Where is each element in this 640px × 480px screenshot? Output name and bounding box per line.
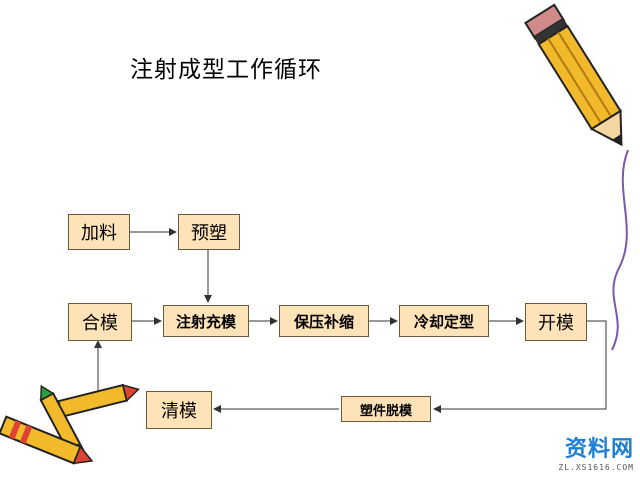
watermark-text: 资料网 — [564, 436, 634, 461]
watermark: 资料网 ZL.XS1616.COM — [558, 431, 634, 472]
watermark-url: ZL.XS1616.COM — [558, 463, 634, 472]
node-hemo: 合模 — [68, 303, 132, 341]
node-qingmo: 清模 — [146, 391, 212, 429]
page-title: 注射成型工作循环 — [130, 57, 322, 83]
node-jialiao: 加料 — [68, 214, 130, 250]
node-zhushe: 注射充模 — [163, 305, 249, 337]
node-baoya: 保压补缩 — [279, 305, 369, 337]
node-tuomo: 塑件脱模 — [341, 396, 431, 422]
node-kaimo: 开模 — [525, 303, 587, 341]
node-lengque: 冷却定型 — [399, 305, 489, 337]
node-yusu: 预塑 — [178, 214, 240, 250]
arrow-kaimo-tuomo — [433, 320, 607, 413]
